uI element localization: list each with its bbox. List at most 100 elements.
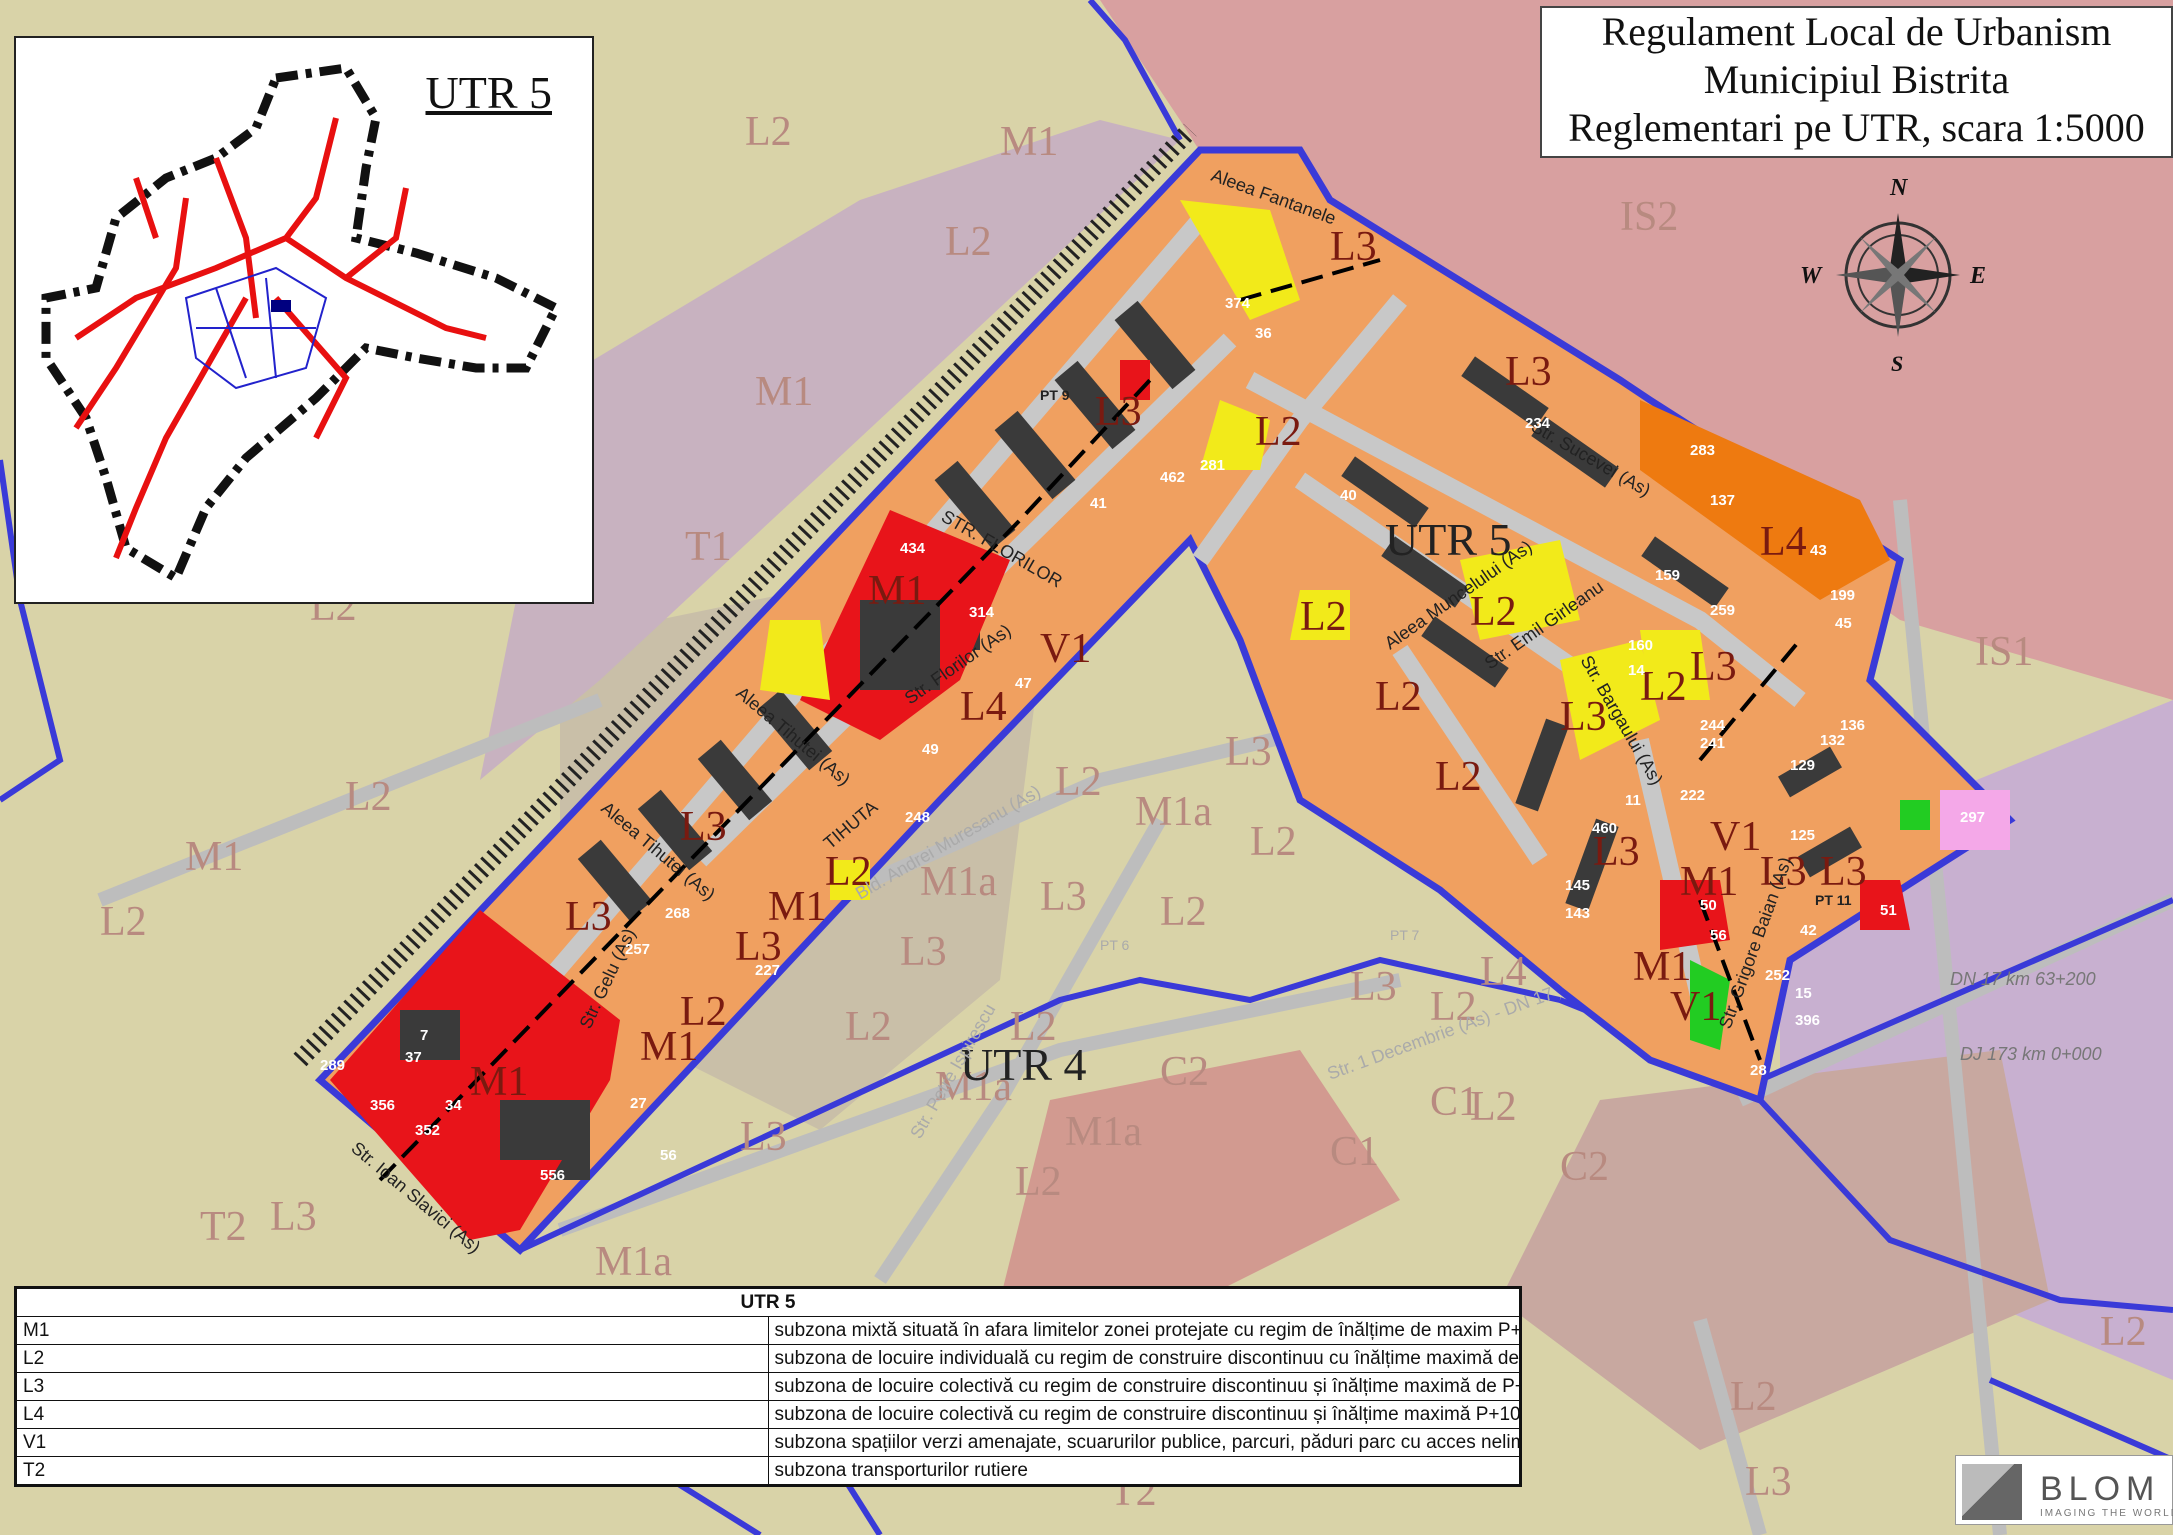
lot-number: 252 bbox=[1765, 967, 1790, 984]
label-l2-7: L2 bbox=[825, 849, 872, 895]
title-box: Regulament Local de Urbanism Municipiul … bbox=[1540, 6, 2173, 158]
lot-number: 7 bbox=[420, 1027, 428, 1044]
lot-number: 281 bbox=[1200, 457, 1225, 474]
svg-text:L2: L2 bbox=[845, 1004, 892, 1050]
label-l2-3: L2 bbox=[1470, 589, 1517, 635]
svg-text:M1: M1 bbox=[1000, 119, 1058, 165]
lot-number: 222 bbox=[1680, 787, 1705, 804]
svg-text:L2: L2 bbox=[1250, 819, 1297, 865]
lot-number: 241 bbox=[1700, 735, 1725, 752]
svg-text:C2: C2 bbox=[1560, 1144, 1609, 1190]
label-l3-5: L3 bbox=[1560, 694, 1607, 740]
svg-text:L3: L3 bbox=[1745, 1459, 1792, 1505]
title-line-3: Reglementari pe UTR, scara 1:5000 bbox=[1568, 105, 2145, 150]
svg-text:L2: L2 bbox=[345, 774, 392, 820]
svg-text:PT 11: PT 11 bbox=[1815, 892, 1852, 908]
logo-text: BLOM bbox=[2040, 1470, 2161, 1508]
svg-text:L4: L4 bbox=[1480, 949, 1527, 995]
label-l3-2: L3 bbox=[1095, 389, 1142, 435]
lot-number: 248 bbox=[905, 809, 930, 826]
faded-zone-labels: L2 M1 L2 M1 T1 L2 L2 M1 L2 IS2 IS1 L3 L2… bbox=[100, 109, 2147, 1515]
label-l2-6: L2 bbox=[1435, 754, 1482, 800]
svg-text:L3: L3 bbox=[270, 1194, 317, 1240]
lot-number: 43 bbox=[1810, 542, 1827, 559]
label-l3-8: L3 bbox=[1820, 849, 1867, 895]
svg-text:L2: L2 bbox=[1430, 984, 1477, 1030]
label-m1-5: M1 bbox=[1680, 859, 1738, 905]
zone-pink bbox=[1940, 790, 2010, 850]
label-is2: IS2 bbox=[1620, 194, 1678, 240]
label-v1-3: V1 bbox=[1670, 984, 1721, 1030]
lot-number: 136 bbox=[1840, 717, 1865, 734]
svg-text:T1: T1 bbox=[685, 524, 732, 570]
lot-number: 129 bbox=[1790, 757, 1815, 774]
label-l3-7: L3 bbox=[1760, 849, 1807, 895]
svg-text:L2: L2 bbox=[1160, 889, 1207, 935]
zones-l2 bbox=[760, 200, 1710, 900]
label-l2-1: L2 bbox=[1255, 409, 1302, 455]
svg-text:PT 7: PT 7 bbox=[1390, 927, 1420, 943]
label-l2-2: L2 bbox=[1300, 594, 1347, 640]
lot-number: 244 bbox=[1700, 717, 1726, 734]
lot-number: 314 bbox=[969, 604, 995, 621]
label-l2-4: L2 bbox=[1640, 664, 1687, 710]
lot-number: 56 bbox=[1710, 927, 1727, 944]
logo-mark-icon bbox=[1962, 1464, 2022, 1520]
rail-hatch bbox=[293, 123, 1197, 1067]
lot-number: 356 bbox=[370, 1097, 395, 1114]
svg-text:L3: L3 bbox=[1040, 874, 1087, 920]
logo-subtitle: IMAGING THE WORLD bbox=[2040, 1508, 2173, 1519]
label-v1-1: V1 bbox=[1040, 626, 1091, 672]
svg-text:M1a: M1a bbox=[1135, 789, 1212, 835]
label-m1-3: M1 bbox=[768, 884, 826, 930]
lot-number: 27 bbox=[630, 1095, 647, 1112]
label-m1-1: M1 bbox=[868, 568, 926, 614]
lot-number: 51 bbox=[1880, 902, 1897, 919]
svg-text:L2: L2 bbox=[945, 219, 992, 265]
inset-map: UTR 5 bbox=[14, 36, 594, 604]
blom-logo: BLOM IMAGING THE WORLD bbox=[1955, 1455, 2173, 1525]
zone-c2 bbox=[1000, 1050, 1400, 1300]
lot-number: 125 bbox=[1790, 827, 1815, 844]
lot-number: 36 bbox=[1255, 325, 1272, 342]
svg-text:L2: L2 bbox=[1730, 1374, 1777, 1420]
compass-w: W bbox=[1800, 263, 1823, 289]
lot-number: 41 bbox=[1090, 495, 1107, 512]
lot-number: 56 bbox=[660, 1147, 677, 1164]
lot-number: 37 bbox=[405, 1049, 422, 1066]
zone-southeast bbox=[1500, 1050, 2050, 1450]
lot-number: 297 bbox=[1960, 809, 1985, 826]
lot-number: 45 bbox=[1835, 615, 1852, 632]
inset-red-streets bbox=[73, 117, 487, 560]
lot-number: 159 bbox=[1655, 567, 1680, 584]
svg-text:L3: L3 bbox=[740, 1114, 787, 1160]
lot-number: 137 bbox=[1710, 492, 1735, 509]
svg-text:L3: L3 bbox=[1350, 964, 1397, 1010]
svg-text:M1a: M1a bbox=[935, 1064, 1012, 1110]
svg-text:M1a: M1a bbox=[1065, 1109, 1142, 1155]
label-l3-9: L3 bbox=[680, 804, 727, 850]
lot-number: 47 bbox=[1015, 675, 1032, 692]
label-l3-6: L3 bbox=[1593, 829, 1640, 875]
label-l2-5: L2 bbox=[1375, 674, 1422, 720]
lot-number: 132 bbox=[1820, 732, 1845, 749]
svg-text:M1: M1 bbox=[185, 834, 243, 880]
svg-text:C2: C2 bbox=[1160, 1049, 1209, 1095]
compass-s: S bbox=[1891, 351, 1903, 376]
label-is1: IS1 bbox=[1975, 629, 2033, 675]
utr5-boundary[interactable] bbox=[314, 146, 2016, 1255]
lot-number: 145 bbox=[1565, 877, 1590, 894]
label-m1-2: M1 bbox=[470, 1059, 528, 1105]
lot-number: 49 bbox=[922, 741, 939, 758]
label-m1-4: M1 bbox=[640, 1024, 698, 1070]
lot-number: 40 bbox=[1340, 487, 1357, 504]
label-v1-2: V1 bbox=[1710, 814, 1761, 860]
lot-number: 50 bbox=[1700, 897, 1717, 914]
svg-text:L2: L2 bbox=[745, 109, 792, 155]
